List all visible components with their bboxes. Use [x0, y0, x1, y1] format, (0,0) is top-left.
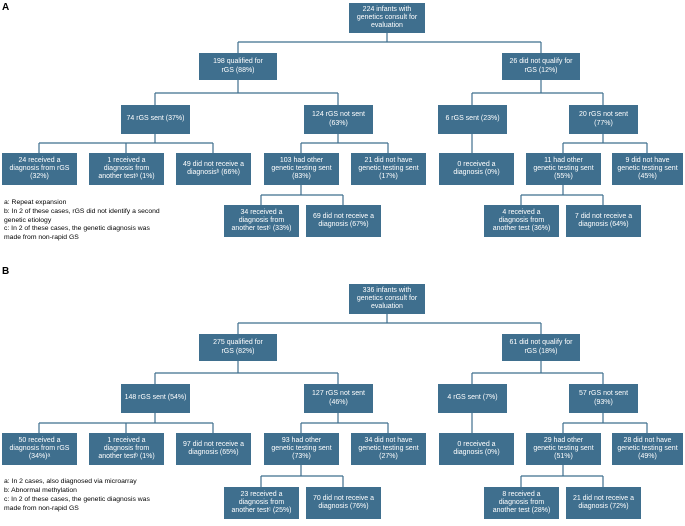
- a-footnote-c: c: In 2 of these cases, the genetic diag…: [4, 225, 150, 241]
- a-nq-rgs-sent-box: 6 rGS sent (23%): [438, 105, 507, 134]
- b-nq-other-dx-box: 8 received a diagnosis from another test…: [484, 487, 559, 519]
- a-nq-dx-box: 0 received a diagnosis (0%): [439, 153, 514, 185]
- b-qualified-box: 275 qualified for rGS (82%): [199, 334, 277, 361]
- b-nq-other-testing-box: 29 had other genetic testing sent (51%): [526, 433, 601, 465]
- panel-a-label: A: [2, 2, 10, 13]
- b-footnote-b: b: Abnormal methylation: [4, 487, 77, 494]
- a-root-box: 224 infants with genetics consult for ev…: [349, 3, 425, 33]
- b-nq-rgs-sent-box: 4 rGS sent (7%): [438, 384, 507, 413]
- b-other-dx-box: 23 received a diagnosis from another tes…: [224, 487, 299, 519]
- a-other-dx-box: 34 received a diagnosis from another tes…: [224, 205, 299, 237]
- a-rgs-sent-box: 74 rGS sent (37%): [121, 105, 190, 134]
- b-footnote-c: c: In 2 of these cases, the genetic diag…: [4, 496, 150, 512]
- a-nq-other-testing-box: 11 had other genetic testing sent (55%): [526, 153, 601, 185]
- a-qualified-box: 198 qualified for rGS (88%): [199, 53, 277, 80]
- a-rgs-not-sent-box: 124 rGS not sent (63%): [304, 105, 373, 134]
- a-dx-other-test-box: 1 received a diagnosis from another test…: [89, 153, 164, 185]
- a-nq-no-other-testing-box: 9 did not have genetic testing sent (45%…: [612, 153, 683, 185]
- a-nq-rgs-not-sent-box: 20 rGS not sent (77%): [569, 105, 638, 134]
- a-no-dx-box: 49 did not receive a diagnosisᵇ (66%): [176, 153, 251, 185]
- a-footnote-a: a: Repeat expansion: [4, 199, 67, 206]
- b-dx-rgs-box: 50 received a diagnosis from rGS (34%)ᵃ: [2, 433, 77, 465]
- a-no-other-testing-box: 21 did not have genetic testing sent (17…: [351, 153, 426, 185]
- b-other-testing-box: 93 had other genetic testing sent (73%): [264, 433, 339, 465]
- b-rgs-sent-box: 148 rGS sent (54%): [121, 384, 190, 413]
- b-nq-rgs-not-sent-box: 57 rGS not sent (93%): [569, 384, 638, 413]
- b-not-qualify-box: 61 did not qualify for rGS (18%): [502, 334, 580, 361]
- a-dx-rgs-box: 24 received a diagnosis from rGS (32%): [2, 153, 77, 185]
- b-dx-other-test-box: 1 received a diagnosis from another test…: [89, 433, 164, 465]
- b-nq-dx-box: 0 received a diagnosis (0%): [439, 433, 514, 465]
- b-root-box: 336 infants with genetics consult for ev…: [349, 284, 425, 314]
- b-rgs-not-sent-box: 127 rGS not sent (46%): [304, 384, 373, 413]
- b-footnote-a: a: In 2 cases, also diagnosed via microa…: [4, 478, 137, 485]
- b-no-dx-box: 97 did not receive a diagnosis (65%): [176, 433, 251, 465]
- b-nq-other-no-dx-box: 21 did not receive a diagnosis (72%): [566, 487, 641, 519]
- a-nq-other-dx-box: 4 received a diagnosis from another test…: [484, 205, 559, 237]
- a-nq-other-no-dx-box: 7 did not receive a diagnosis (64%): [566, 205, 641, 237]
- a-other-no-dx-box: 69 did not receive a diagnosis (67%): [306, 205, 381, 237]
- a-footnote-b: b: In 2 of these cases, rGS did not iden…: [4, 208, 160, 224]
- panel-b-label: B: [2, 266, 10, 277]
- a-not-qualify-box: 26 did not qualify for rGS (12%): [502, 53, 580, 80]
- b-nq-no-other-testing-box: 28 did not have genetic testing sent (49…: [612, 433, 683, 465]
- b-other-no-dx-box: 70 did not receive a diagnosis (76%): [306, 487, 381, 519]
- b-no-other-testing-box: 34 did not have genetic testing sent (27…: [351, 433, 426, 465]
- a-other-testing-box: 103 had other genetic testing sent (83%): [264, 153, 339, 185]
